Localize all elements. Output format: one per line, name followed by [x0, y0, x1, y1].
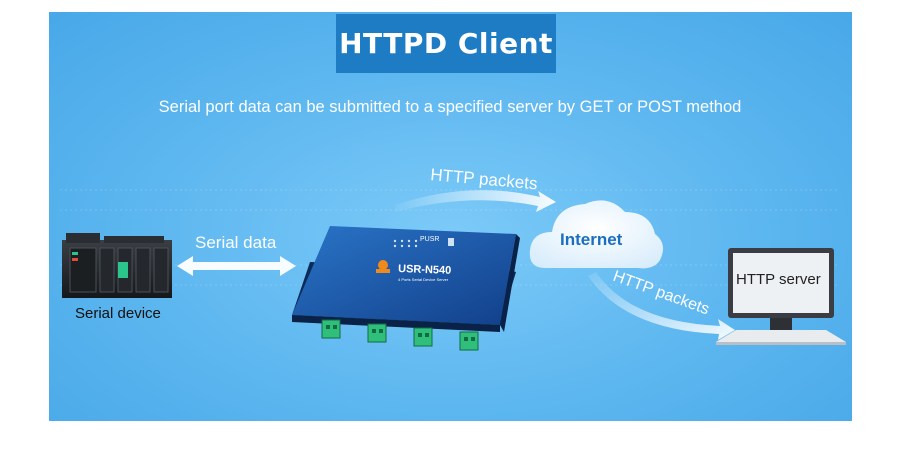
device-tagline-text: 4 Ports Serial Device Server — [398, 277, 449, 282]
internet-cloud-icon — [529, 200, 664, 269]
diagram-background — [49, 12, 852, 421]
http-packets-label-bottom: HTTP packets — [611, 268, 712, 319]
usr-n540-device — [292, 226, 520, 351]
device-model-text: USR-N540 — [398, 263, 452, 277]
serial-device-icon — [62, 233, 172, 298]
device-logo-icon — [376, 260, 390, 273]
terminal-blocks — [321, 319, 479, 351]
http-server-label: HTTP server — [736, 271, 821, 288]
http-packets-label-top: HTTP packets — [430, 165, 539, 193]
http-server-monitor-icon — [716, 248, 846, 345]
device-brand-text: PUSR — [420, 236, 439, 243]
http-packets-arrow-bottom — [588, 272, 735, 340]
http-packets-arrow-top — [395, 190, 556, 212]
serial-data-label: Serial data — [195, 233, 277, 252]
serial-data-arrow — [177, 256, 296, 276]
internet-label: Internet — [560, 230, 623, 249]
page-title: HTTPD Client — [336, 14, 556, 73]
serial-device-label: Serial device — [75, 305, 161, 322]
subtitle: Serial port data can be submitted to a s… — [158, 98, 742, 116]
